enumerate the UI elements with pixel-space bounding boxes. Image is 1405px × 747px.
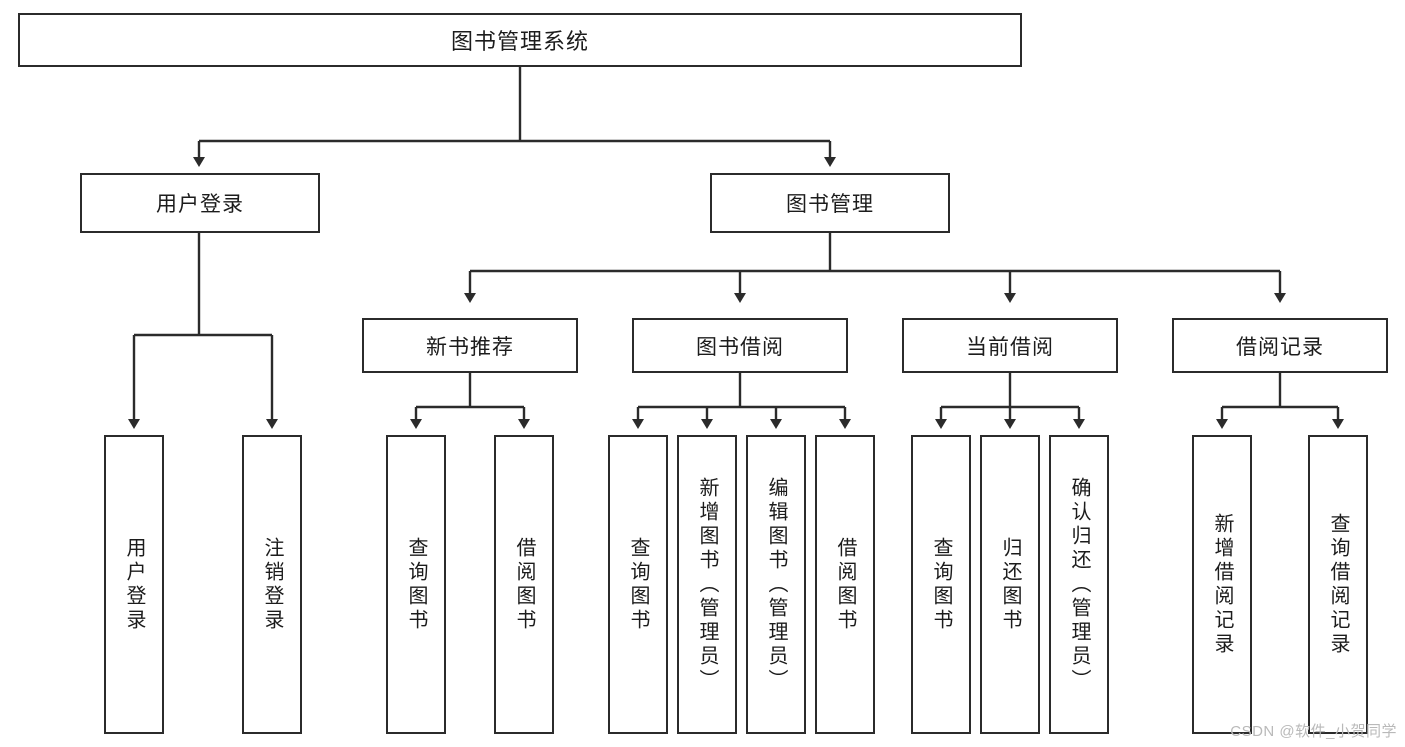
leaf-book-borrow-lend[interactable]: 借阅图书	[815, 435, 875, 734]
leaf-book-borrow-query[interactable]: 查询图书	[608, 435, 668, 734]
leaf-borrow-record-add[interactable]: 新增借阅记录	[1192, 435, 1252, 734]
leaf-new-book-query[interactable]: 查询图书	[386, 435, 446, 734]
leaf-user-login-login[interactable]: 用户登录	[104, 435, 164, 734]
node-book-borrow[interactable]: 图书借阅	[632, 318, 848, 373]
node-book-management[interactable]: 图书管理	[710, 173, 950, 233]
leaf-user-login-logout[interactable]: 注销登录	[242, 435, 302, 734]
leaf-current-borrow-query[interactable]: 查询图书	[911, 435, 971, 734]
node-current-borrow[interactable]: 当前借阅	[902, 318, 1118, 373]
leaf-book-borrow-edit[interactable]: 编辑图书（管理员）	[746, 435, 806, 734]
node-root-system[interactable]: 图书管理系统	[18, 13, 1022, 67]
node-new-book-recommend[interactable]: 新书推荐	[362, 318, 578, 373]
leaf-borrow-record-query[interactable]: 查询借阅记录	[1308, 435, 1368, 734]
node-user-login[interactable]: 用户登录	[80, 173, 320, 233]
watermark-text: CSDN @软件_小贺同学	[1230, 723, 1397, 740]
leaf-new-book-borrow[interactable]: 借阅图书	[494, 435, 554, 734]
leaf-book-borrow-add[interactable]: 新增图书（管理员）	[677, 435, 737, 734]
leaf-current-borrow-confirm-return[interactable]: 确认归还（管理员）	[1049, 435, 1109, 734]
leaf-current-borrow-return[interactable]: 归还图书	[980, 435, 1040, 734]
node-borrow-record[interactable]: 借阅记录	[1172, 318, 1388, 373]
